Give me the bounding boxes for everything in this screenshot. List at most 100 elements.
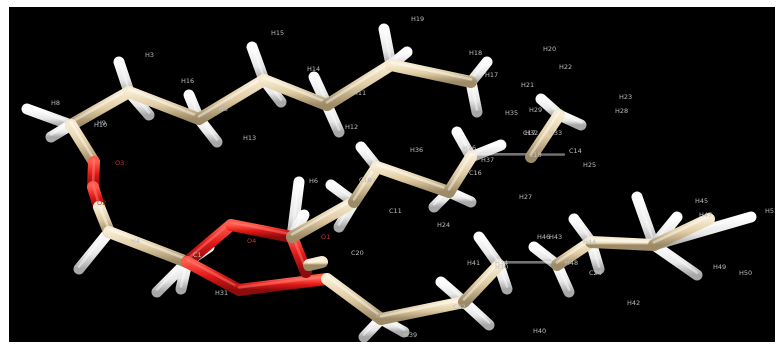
atom-label-h27: H27 [519,193,532,201]
atom-label-h6: H6 [309,177,318,185]
oxygen-bond-highlight [91,183,101,206]
oxygen-bond-highlight [91,158,96,186]
carbon-bond-highlight [652,215,711,244]
carbon-bond [123,86,205,125]
atom-label-h38: H38 [379,341,392,342]
hydrogen-bond-highlight [77,228,111,268]
atom-label-h9: H9 [97,119,106,127]
carbon-bond-highlight [307,258,324,264]
atom-label-h10: H10 [94,121,107,129]
atom-label-c18: C18 [529,151,542,159]
atom-label-layer: H19H20H15H14H16H18H17H13H11H8H12H3H4H7H5… [51,15,775,342]
atom-label-h11: H11 [353,89,366,97]
atom-label-h50: H50 [739,269,752,277]
atom-label-h49: H49 [713,263,726,271]
carbon-bond-highlight [325,275,383,318]
carbon-bond-highlight [529,111,561,156]
atom-label-h29: H29 [529,106,542,114]
atom-label-h17: H17 [485,71,498,79]
oxygen-bond [233,273,333,296]
atom-label-h44: H44 [583,238,596,246]
oxygen-bond-highlight [185,221,233,261]
hydrogen-bond [648,239,703,281]
atom-label-h22: H22 [559,63,572,71]
atom-label-h19: H19 [411,15,424,23]
carbon-bond [103,226,193,268]
carbon-bond [443,151,477,198]
atom-label-c16: C16 [469,169,482,177]
atom-label-h41: H41 [467,259,480,267]
carbon-bond-highlight [379,298,466,318]
atom-label-h4: H4 [131,237,140,245]
carbon-bond [458,259,505,308]
carbon-bond-highlight [389,61,473,81]
atom-label-h21: H21 [521,81,534,89]
carbon-bond [65,86,135,131]
hydrogen-bond-highlight [329,181,356,201]
atom-label-h48: H48 [565,259,578,267]
hydrogen-bond-highlight [359,143,379,166]
carbon-bond [303,256,328,271]
bond-layer [21,23,757,342]
atom-label-h46: H46 [537,233,550,241]
carbon-bond [648,213,715,251]
atom-label-h35: H35 [505,109,518,117]
hydrogen-bond-highlight [635,193,656,244]
atom-label-h47: H47 [699,211,712,219]
atom-label-c11: C11 [389,207,402,215]
atom-label-h15: H15 [271,29,284,37]
carbon-bond-highlight [69,88,131,124]
hydrogen-bond-highlight [469,58,489,81]
atom-label-c20: C20 [351,249,364,257]
hydrogen-bond-highlight [25,105,73,124]
atom-label-c22: C22 [453,303,466,311]
atom-label-h51: H51 [765,207,775,215]
atom-label-h3: H3 [145,51,154,59]
carbon-bond [385,59,477,88]
carbon-bond [348,161,383,208]
molecule-render: H19H20H15H14H16H18H17H13H11H8H12H3H4H7H5… [21,15,775,342]
carbon-bond-highlight [127,88,201,118]
atom-label-h32: H32 [525,129,538,137]
atom-label-h8: H8 [51,99,60,107]
oxygen-bond-highlight [237,275,329,289]
carbon-bond [585,236,660,251]
oxygen-bond-highlight [185,258,241,289]
hydrogen-bond-highlight [477,233,501,264]
carbon-bond-highlight [107,228,189,261]
atom-label-h14: H14 [307,65,320,73]
hydrogen-bond [21,103,77,131]
carbon-bond-highlight [589,238,656,244]
carbon-bond [321,273,387,325]
carbon-bond [371,161,455,198]
oxygen-bond [181,256,245,296]
hydrogen-bond-highlight [382,25,393,64]
atom-label-h43: H43 [549,233,562,241]
atom-label-h26: H26 [463,144,476,152]
atom-label-c24: C24 [589,269,602,277]
atom-label-h30: H30 [495,263,508,271]
hydrogen-bond-highlight [117,58,131,91]
atom-label-h16: H16 [181,77,194,85]
hydrogen-bond [73,226,115,275]
carbon-bond [375,296,470,325]
carbon-bond [321,59,397,111]
hydrogen-bond-highlight [455,128,473,156]
hydrogen-bond-highlight [439,278,466,301]
atom-label-c14: C14 [569,147,582,155]
atom-label-h5: H5 [219,105,228,113]
carbon-bond-highlight [197,76,266,118]
atom-label-o4: O4 [247,237,256,245]
atom-label-h23: H23 [619,93,632,101]
atom-label-o3: O3 [115,159,124,167]
carbon-bond [65,119,100,168]
hydrogen-bond-highlight [572,215,593,241]
carbon-bond-highlight [462,261,501,301]
atom-label-h40: H40 [533,327,546,335]
hydrogen-bond [631,191,660,251]
carbon-bond-highlight [325,61,393,104]
atom-label-h28: H28 [615,107,628,115]
carbon-bond [258,74,333,111]
carbon-bond [286,196,360,243]
